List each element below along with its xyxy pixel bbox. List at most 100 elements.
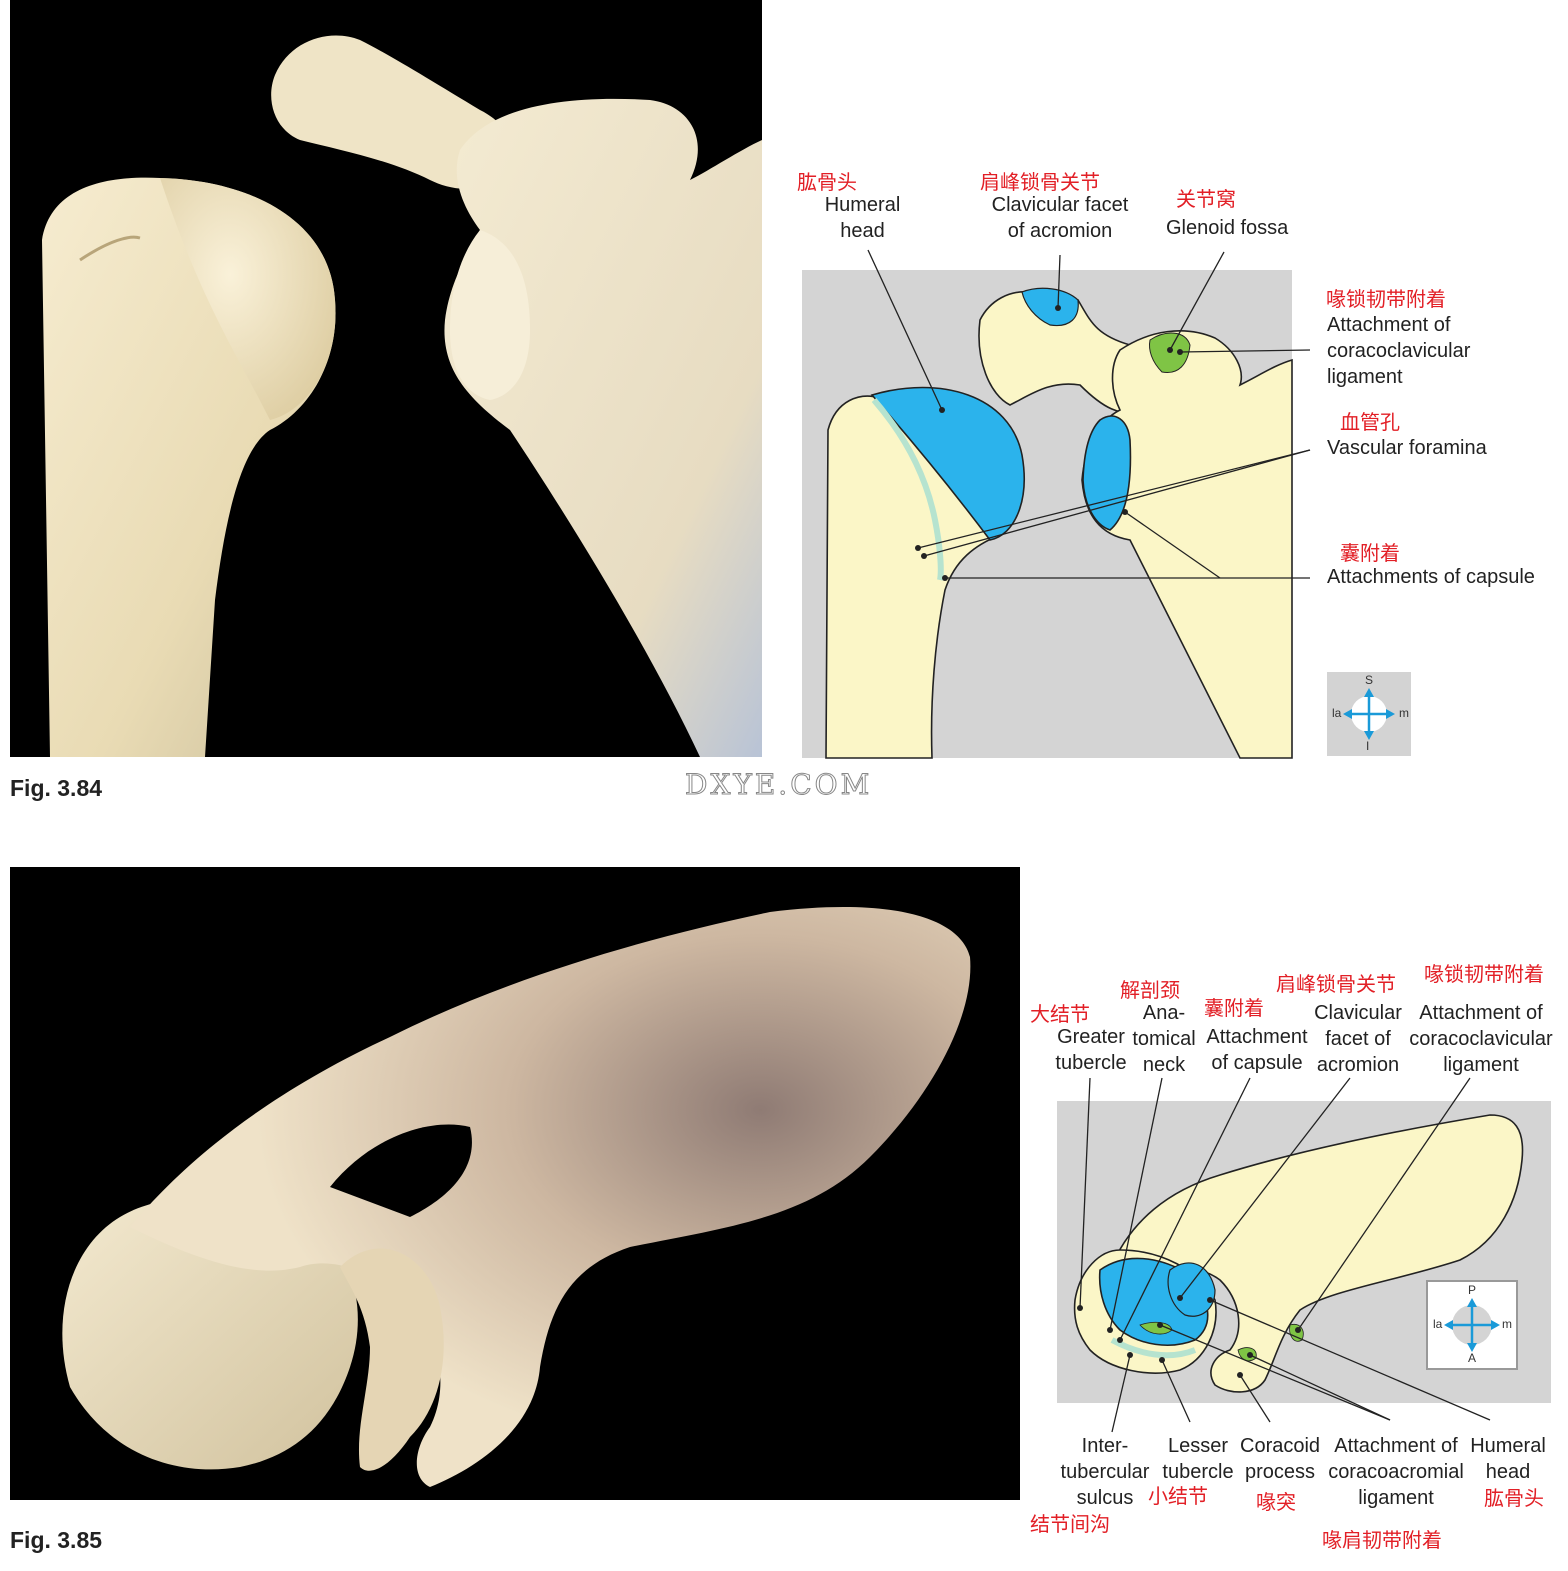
fig84-cn-capsule: 囊附着 xyxy=(1340,541,1400,565)
fig84-photo-art xyxy=(42,35,762,757)
fig85-photo-art xyxy=(62,907,971,1487)
fig85-cn-capsule: 囊附着 xyxy=(1204,996,1264,1020)
text-line: head xyxy=(1485,1461,1531,1483)
text-line: Greater xyxy=(1057,1026,1125,1048)
text-line: ligament xyxy=(1358,1487,1434,1509)
fig84-leader-lines xyxy=(867,249,1311,579)
scapula-photo xyxy=(444,98,762,757)
text-line: Attachment xyxy=(1206,1026,1308,1048)
fig85-clavicular-facet-cartilage xyxy=(1167,1262,1216,1317)
text-line: tubercle xyxy=(1055,1052,1127,1074)
fig85-label-coracoid: Coracoid process xyxy=(1240,1433,1320,1485)
fig85-cn-humeral-head: 肱骨头 xyxy=(1484,1486,1544,1510)
fig85-cn-coracoid: 喙突 xyxy=(1256,1490,1296,1514)
text-line: facet of xyxy=(1325,1028,1391,1050)
compass-left: la xyxy=(1433,1317,1443,1331)
fig85-cn-intertubercular: 结节间沟 xyxy=(1030,1512,1110,1536)
compass-top: S xyxy=(1365,673,1374,687)
fig84-label-glenoid-fossa: Glenoid fossa xyxy=(1166,215,1288,241)
fig85-cn-greater-tubercle: 大结节 xyxy=(1030,1002,1090,1026)
fig85-label-lesser-tubercle: Lesser tubercle xyxy=(1158,1433,1238,1485)
fig85-capsule-line xyxy=(1110,1337,1197,1359)
fig85-caption: Fig. 3.85 xyxy=(10,1527,103,1553)
fig84-cn-humeral-head: 肱骨头 xyxy=(797,170,857,194)
fig85-label-humeral-head: Humeral head xyxy=(1466,1433,1550,1485)
fig85-cn-lesser-tubercle: 小结节 xyxy=(1148,1484,1208,1508)
text-line: of capsule xyxy=(1211,1052,1303,1074)
compass-bottom: I xyxy=(1366,739,1370,753)
fig84-photo xyxy=(10,0,762,757)
fig85-cn-coracoacromial: 喙肩韧带附着 xyxy=(1322,1528,1442,1552)
clavicle-photo xyxy=(271,35,511,189)
text-line: Humeral xyxy=(824,194,901,216)
compass-bottom: A xyxy=(1468,1351,1477,1365)
compass-top: P xyxy=(1468,1283,1477,1297)
fig85-label-greater-tubercle: Greater tubercle xyxy=(1050,1024,1132,1076)
fig84-caption: Fig. 3.84 xyxy=(10,775,103,801)
text-line: of acromion xyxy=(1007,220,1113,242)
watermark: DXYE.COM xyxy=(684,768,873,802)
fig84-schematic xyxy=(802,249,1311,759)
fig85-cn-coracoclavicular: 喙锁韧带附着 xyxy=(1424,962,1544,986)
fig84-label-capsule: Attachments of capsule xyxy=(1327,564,1535,590)
fig85-leader-lines xyxy=(1079,1077,1491,1433)
text-line: Clavicular xyxy=(1314,1002,1402,1024)
fig85-label-coracoacromial: Attachment of coracoacromial ligament xyxy=(1326,1433,1466,1511)
fig84-capsule-line-humerus xyxy=(871,398,944,581)
text-line: coracoclavicular xyxy=(1327,340,1471,362)
fig85-cn-clavicular-facet: 肩峰锁骨关节 xyxy=(1276,972,1396,996)
fig85-label-capsule: Attachment of capsule xyxy=(1204,1024,1310,1076)
text-line: tomical xyxy=(1132,1028,1196,1050)
compass-right: m xyxy=(1502,1317,1512,1331)
text-line: coracoacromial xyxy=(1328,1461,1464,1483)
text-line: Vascular foramina xyxy=(1327,437,1487,459)
text-line: Attachment of xyxy=(1419,1002,1543,1024)
fig84-cn-vascular-foramina: 血管孔 xyxy=(1340,410,1400,434)
text-line: Ana- xyxy=(1142,1002,1186,1024)
text-line: sulcus xyxy=(1076,1487,1134,1509)
text-line: ligament xyxy=(1443,1054,1519,1076)
text-line: Lesser xyxy=(1167,1435,1229,1457)
fig85-orientation-compass: P A la m xyxy=(1426,1280,1518,1370)
fig84-label-humeral-head: Humeral head xyxy=(810,192,915,244)
text-line: Coracoid xyxy=(1240,1435,1321,1457)
fig85-label-intertubercular: Inter- tubercular sulcus xyxy=(1055,1433,1155,1511)
text-line: process xyxy=(1244,1461,1316,1483)
fig85-label-anatomical-neck: Ana- tomical neck xyxy=(1128,1000,1200,1078)
text-line: Attachments of capsule xyxy=(1327,566,1535,588)
compass-right: m xyxy=(1399,706,1409,720)
text-line: tubercular xyxy=(1060,1461,1150,1483)
compass-left: la xyxy=(1332,706,1342,720)
fig84-cn-glenoid-fossa: 关节窝 xyxy=(1176,187,1236,211)
text-line: Attachment of xyxy=(1327,314,1451,336)
fig85-acromion-outline xyxy=(1108,1114,1524,1393)
fig85-label-clavicular-facet: Clavicular facet of acromion xyxy=(1310,1000,1406,1078)
fig84-cn-clavicular-facet: 肩峰锁骨关节 xyxy=(980,170,1100,194)
fig85-cn-anatomical-neck: 解剖颈 xyxy=(1120,978,1180,1002)
text-line: ligament xyxy=(1327,366,1403,388)
fig84-label-vascular-foramina: Vascular foramina xyxy=(1327,435,1487,461)
text-line: Glenoid fossa xyxy=(1166,217,1289,239)
fig84-clavicular-facet-cartilage xyxy=(1021,287,1079,327)
fig84-humeral-head-cartilage xyxy=(870,386,1025,541)
compass-arrows-icon xyxy=(1343,688,1395,740)
fig84-cn-coracoclavicular: 喙锁韧带附着 xyxy=(1326,287,1446,311)
compass-arrows-icon xyxy=(1444,1298,1500,1352)
fig85-label-coracoclavicular: Attachment of coracoclavicular ligament xyxy=(1408,1000,1554,1078)
text-line: neck xyxy=(1142,1054,1186,1076)
text-line: head xyxy=(840,220,885,242)
fig84-label-coracoclavicular: Attachment of coracoclavicular ligament xyxy=(1327,312,1470,390)
fig84-glenoid-cartilage xyxy=(1082,415,1132,531)
text-line: Attachment of xyxy=(1334,1435,1458,1457)
fig85-acromion-photo xyxy=(130,907,971,1487)
text-line: Humeral xyxy=(1470,1435,1546,1457)
fig85-photo xyxy=(10,867,1020,1500)
fig84-orientation-compass: S I la m xyxy=(1327,672,1411,756)
text-line: tubercle xyxy=(1162,1461,1234,1483)
text-line: acromion xyxy=(1316,1054,1400,1076)
text-line: Inter- xyxy=(1081,1435,1129,1457)
fig84-label-clavicular-facet: Clavicular facet of acromion xyxy=(985,192,1135,244)
fig85-coracoid-photo xyxy=(340,1248,444,1471)
text-line: coracoclavicular xyxy=(1409,1028,1553,1050)
